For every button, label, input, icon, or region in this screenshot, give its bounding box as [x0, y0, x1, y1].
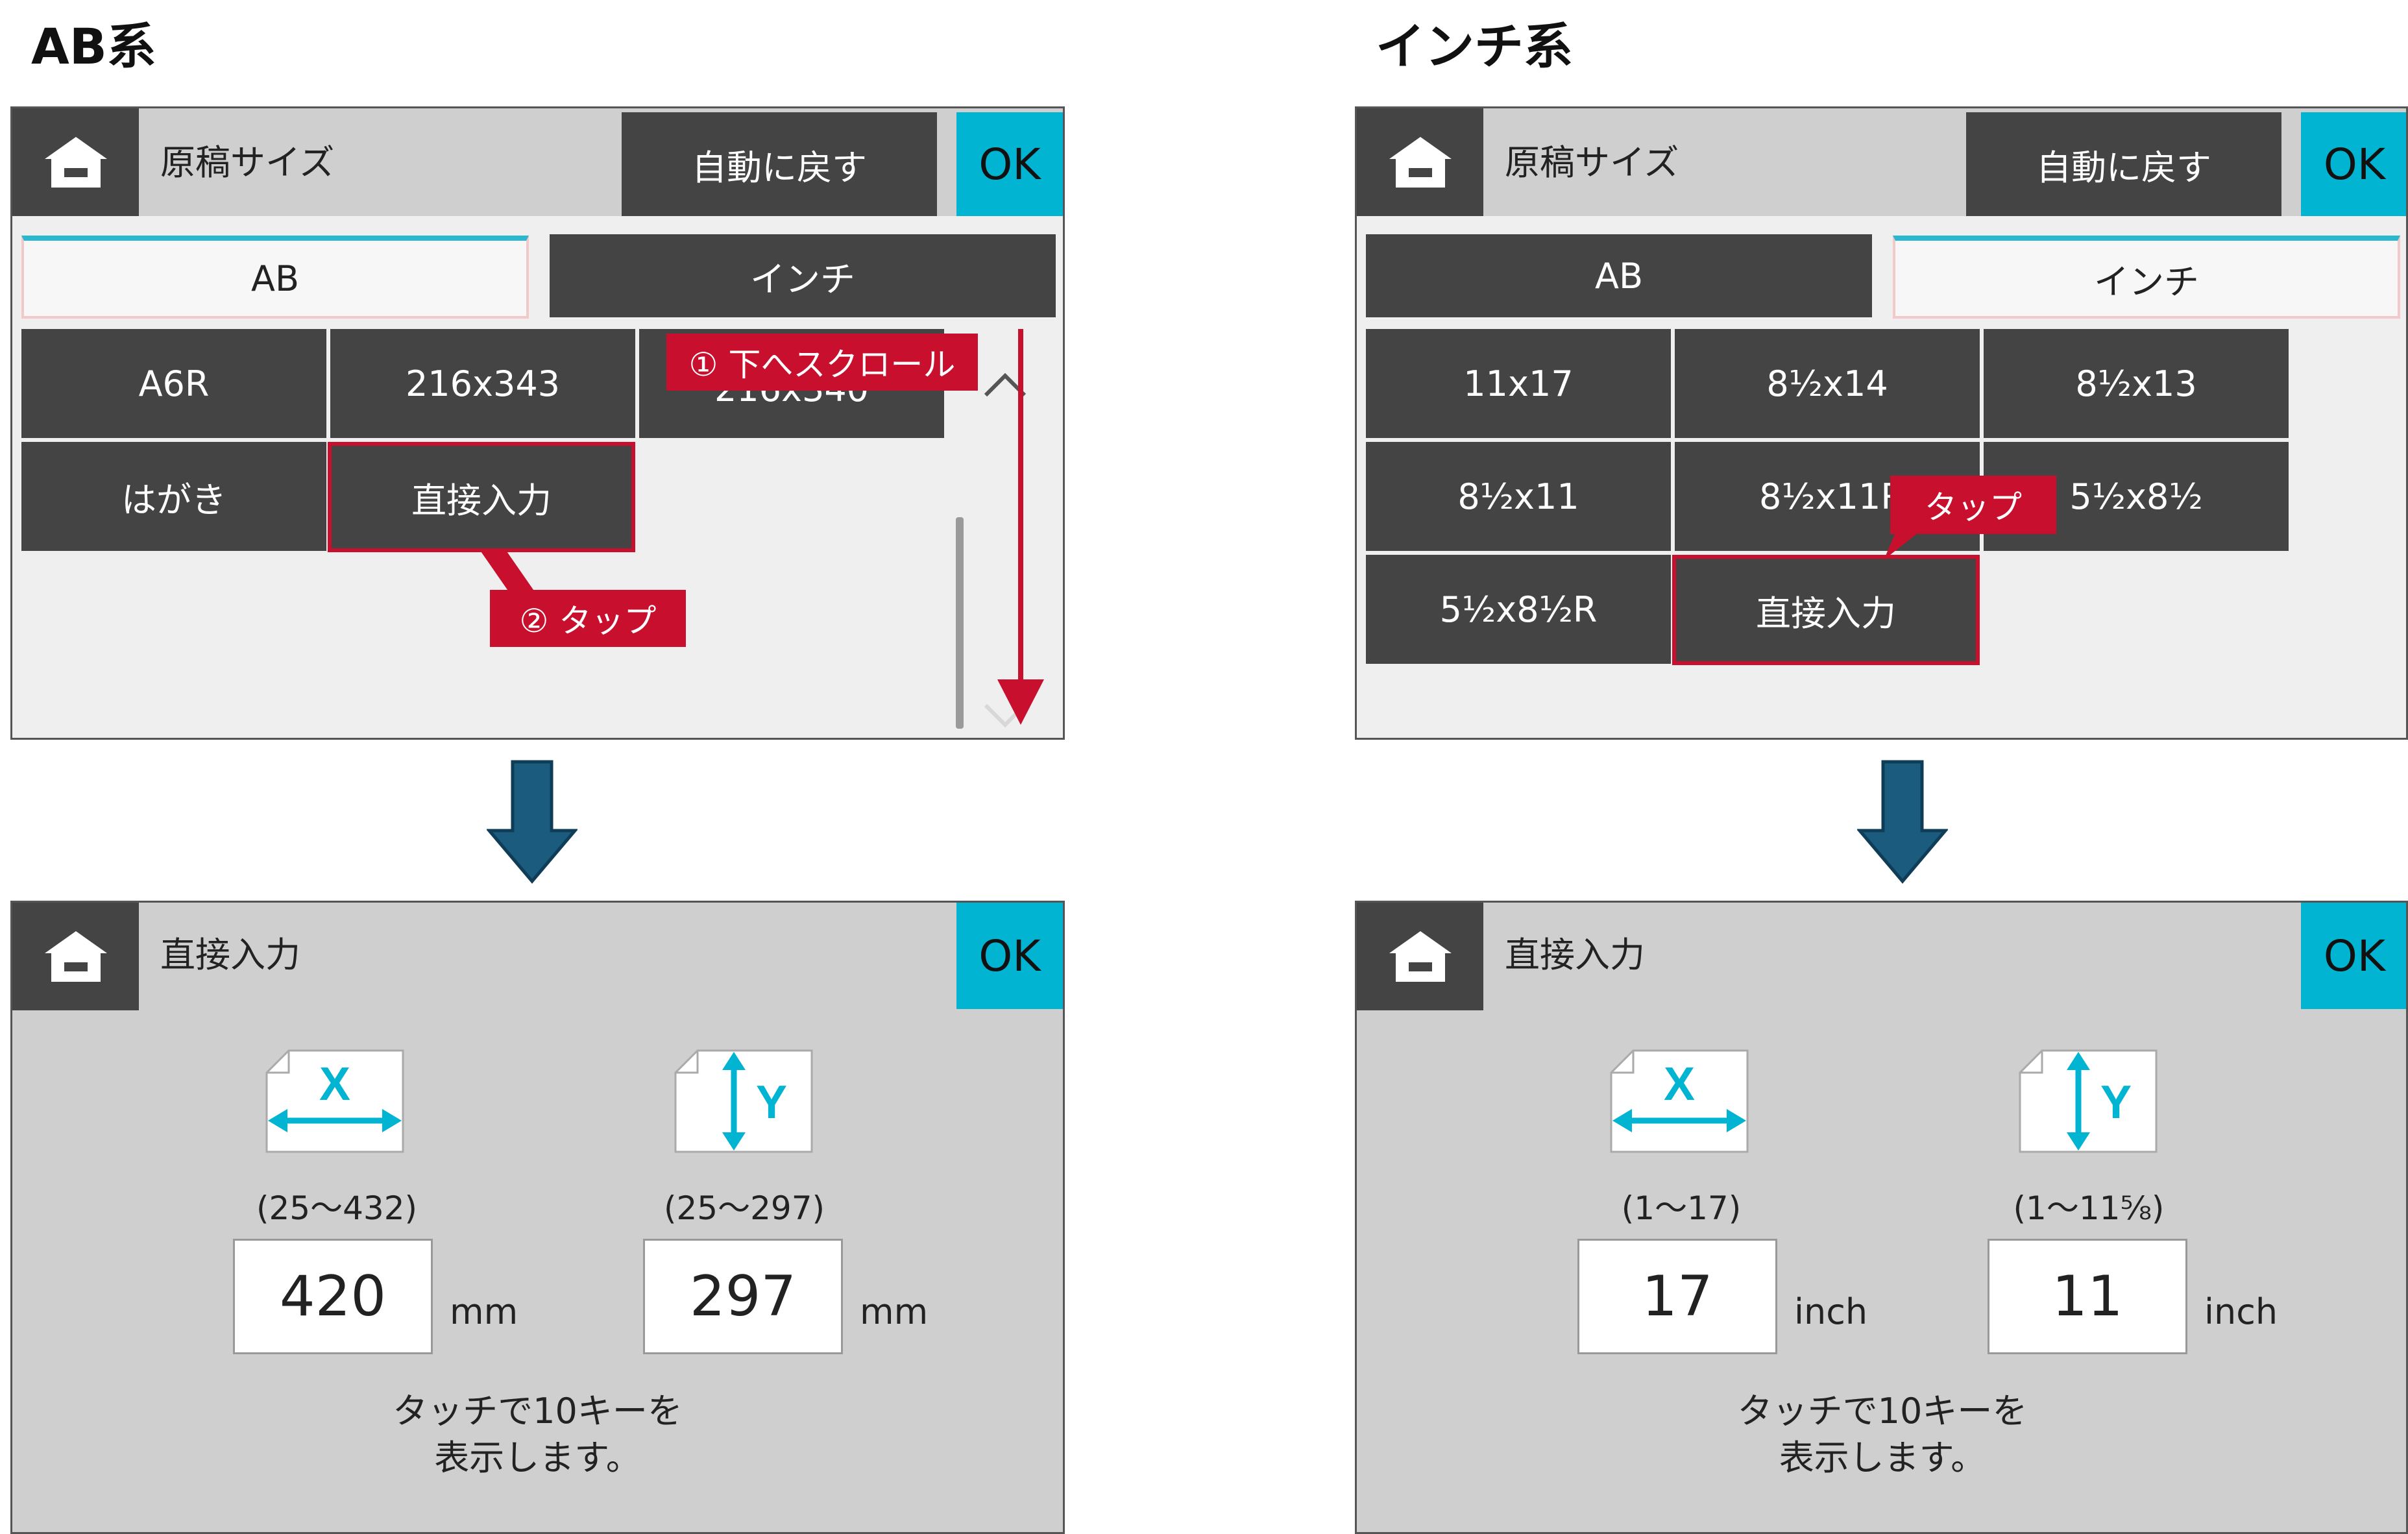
y-unit: inch	[2204, 1291, 2278, 1332]
x-label: X	[319, 1058, 350, 1110]
home-icon	[1389, 137, 1452, 188]
right-heading: インチ系	[1376, 18, 1573, 75]
y-height-icon: Y	[2019, 1049, 2158, 1153]
keypad-hint: タッチで10キーを 表示します。	[12, 1388, 1063, 1481]
x-value-input[interactable]: 420	[233, 1239, 433, 1354]
home-button[interactable]	[1357, 903, 1483, 1010]
screen-title: 直接入力	[1505, 934, 1645, 975]
keypad-hint-line1: タッチで10キーを	[393, 1391, 683, 1431]
tab-inch[interactable]: インチ	[550, 234, 1056, 317]
ab-size-screen: 原稿サイズ 自動に戻す OK AB インチ A6R 216x343 216x34…	[10, 106, 1065, 740]
transition-arrow-icon	[1857, 760, 1948, 884]
size-button-216x343[interactable]: 216x343	[330, 329, 635, 438]
y-range: (25〜297)	[663, 1189, 825, 1227]
x-range: (25〜432)	[256, 1189, 418, 1227]
direct-input-button[interactable]: 直接入力	[1672, 555, 1980, 665]
screen-title: 直接入力	[160, 934, 300, 975]
inch-direct-input-screen: 直接入力 OK X Y (1〜17) (1〜11⅝) 17 inch 11 in…	[1355, 901, 2408, 1534]
ok-button[interactable]: OK	[2301, 112, 2406, 216]
tab-inch[interactable]: インチ	[1893, 236, 2400, 319]
inch-size-screen: 原稿サイズ 自動に戻す OK AB インチ 11x17 8½x14 8½x13 …	[1355, 106, 2408, 740]
keypad-hint-line2: 表示します。	[1779, 1437, 1986, 1478]
tab-ab[interactable]: AB	[1366, 234, 1872, 317]
y-unit: mm	[860, 1291, 929, 1332]
size-button-postcard[interactable]: はがき	[21, 442, 326, 551]
size-button-5half-x8half-r[interactable]: 5½x8½R	[1366, 555, 1671, 664]
size-label: 8½x11R	[1759, 476, 1905, 517]
x-range: (1〜17)	[1621, 1189, 1742, 1227]
size-button-8half-x13[interactable]: 8½x13	[1984, 329, 2289, 438]
size-button-a6r[interactable]: A6R	[21, 329, 326, 438]
x-width-icon: X	[1610, 1049, 1749, 1153]
keypad-hint: タッチで10キーを 表示します。	[1357, 1388, 2406, 1481]
size-button-8half-x11[interactable]: 8½x11	[1366, 442, 1671, 551]
left-heading: AB系	[31, 18, 156, 75]
y-range: (1〜11⅝)	[2013, 1189, 2165, 1227]
y-label: Y	[2100, 1077, 2132, 1128]
ok-button[interactable]: OK	[956, 112, 1063, 216]
tab-ab[interactable]: AB	[21, 236, 529, 319]
direct-input-button[interactable]: 直接入力	[328, 442, 635, 552]
x-value-input[interactable]: 17	[1577, 1239, 1777, 1354]
callout-tap: ② タップ	[490, 590, 686, 647]
home-button[interactable]	[12, 903, 139, 1010]
y-label: Y	[756, 1077, 787, 1128]
size-button-11x17[interactable]: 11x17	[1366, 329, 1671, 438]
home-icon	[45, 931, 107, 982]
callout-pointer	[1884, 530, 1921, 560]
screen-title: 原稿サイズ	[160, 142, 335, 183]
ab-direct-input-screen: 直接入力 OK X Y (25〜432) (25〜297) 420 mm 297…	[10, 901, 1065, 1534]
x-label: X	[1664, 1058, 1695, 1110]
scrollbar[interactable]	[956, 517, 964, 729]
home-button[interactable]	[12, 108, 139, 216]
scroll-down-arrow	[997, 329, 1044, 725]
transition-arrow-icon	[487, 760, 578, 884]
home-button[interactable]	[1357, 108, 1483, 216]
callout-tap: タップ	[1890, 476, 2056, 534]
y-height-icon: Y	[674, 1049, 813, 1153]
callout-pointer	[480, 550, 538, 596]
y-value-input[interactable]: 11	[1988, 1239, 2187, 1354]
auto-reset-button[interactable]: 自動に戻す	[622, 112, 937, 216]
screen-title: 原稿サイズ	[1505, 142, 1679, 183]
y-value-input[interactable]: 297	[643, 1239, 843, 1354]
home-icon	[45, 137, 107, 188]
keypad-hint-line2: 表示します。	[434, 1437, 641, 1478]
home-icon	[1389, 931, 1452, 982]
ok-button[interactable]: OK	[2301, 903, 2406, 1009]
x-unit: mm	[450, 1291, 518, 1332]
callout-scroll-down: ① 下へスクロール	[666, 334, 978, 391]
auto-reset-button[interactable]: 自動に戻す	[1966, 112, 2281, 216]
x-width-icon: X	[265, 1049, 404, 1153]
ok-button[interactable]: OK	[956, 903, 1063, 1009]
keypad-hint-line1: タッチで10キーを	[1737, 1391, 2028, 1431]
x-unit: inch	[1794, 1291, 1868, 1332]
size-button-8half-x14[interactable]: 8½x14	[1675, 329, 1980, 438]
